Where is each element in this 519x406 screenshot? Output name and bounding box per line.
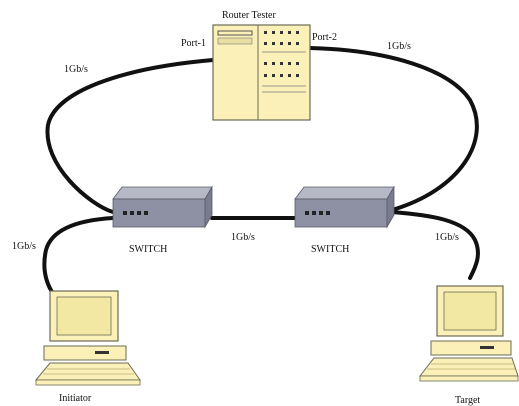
switch-right-port-leds (305, 211, 330, 215)
target-label: Target (455, 395, 480, 406)
router-port-1-label: Port-1 (181, 38, 206, 49)
target-cpu (430, 340, 512, 356)
router-tester: Router Tester Port-1 Port-2 (181, 10, 337, 121)
switch-right-label: SWITCH (311, 244, 349, 255)
cable-initiator-to-left-switch (42, 216, 115, 294)
switch-right-top (294, 186, 395, 200)
initiator-cpu (43, 345, 127, 361)
left-uplink-speed-label: 1Gb/s (64, 64, 88, 75)
cable-target-to-right-switch (390, 210, 480, 280)
router-tester-title: Router Tester (222, 10, 276, 21)
switch-left-top (112, 186, 213, 200)
cable-router-port2-to-right-switch (308, 46, 479, 212)
switch-left-label: SWITCH (129, 244, 167, 255)
initiator-keyboard (34, 362, 141, 381)
router-tester-panel (217, 37, 253, 45)
switch-left-port-leds (123, 211, 148, 215)
router-tester-display (217, 30, 253, 36)
initiator-screen (56, 296, 112, 336)
initiator-label: Initiator (59, 393, 92, 404)
router-tester-port-leds (264, 31, 299, 77)
target-keyboard (418, 357, 519, 377)
cables (42, 46, 480, 294)
initiator-computer: Initiator (34, 290, 141, 404)
switch-right: SWITCH (294, 185, 395, 255)
switch-right-side (386, 185, 395, 229)
switch-right-front (294, 198, 388, 228)
initiator-link-speed-label: 1Gb/s (12, 241, 36, 252)
switch-left-front (112, 198, 206, 228)
target-link-speed-label: 1Gb/s (435, 232, 459, 243)
switch-left-side (204, 185, 213, 229)
router-port-2-label: Port-2 (312, 32, 337, 43)
cable-router-port1-to-left-switch (45, 58, 215, 214)
switch-left: SWITCH (112, 185, 213, 255)
target-screen (443, 291, 497, 331)
target-computer: Target (418, 285, 519, 406)
switch-link-speed-label: 1Gb/s (231, 232, 255, 243)
right-uplink-speed-label: 1Gb/s (387, 41, 411, 52)
